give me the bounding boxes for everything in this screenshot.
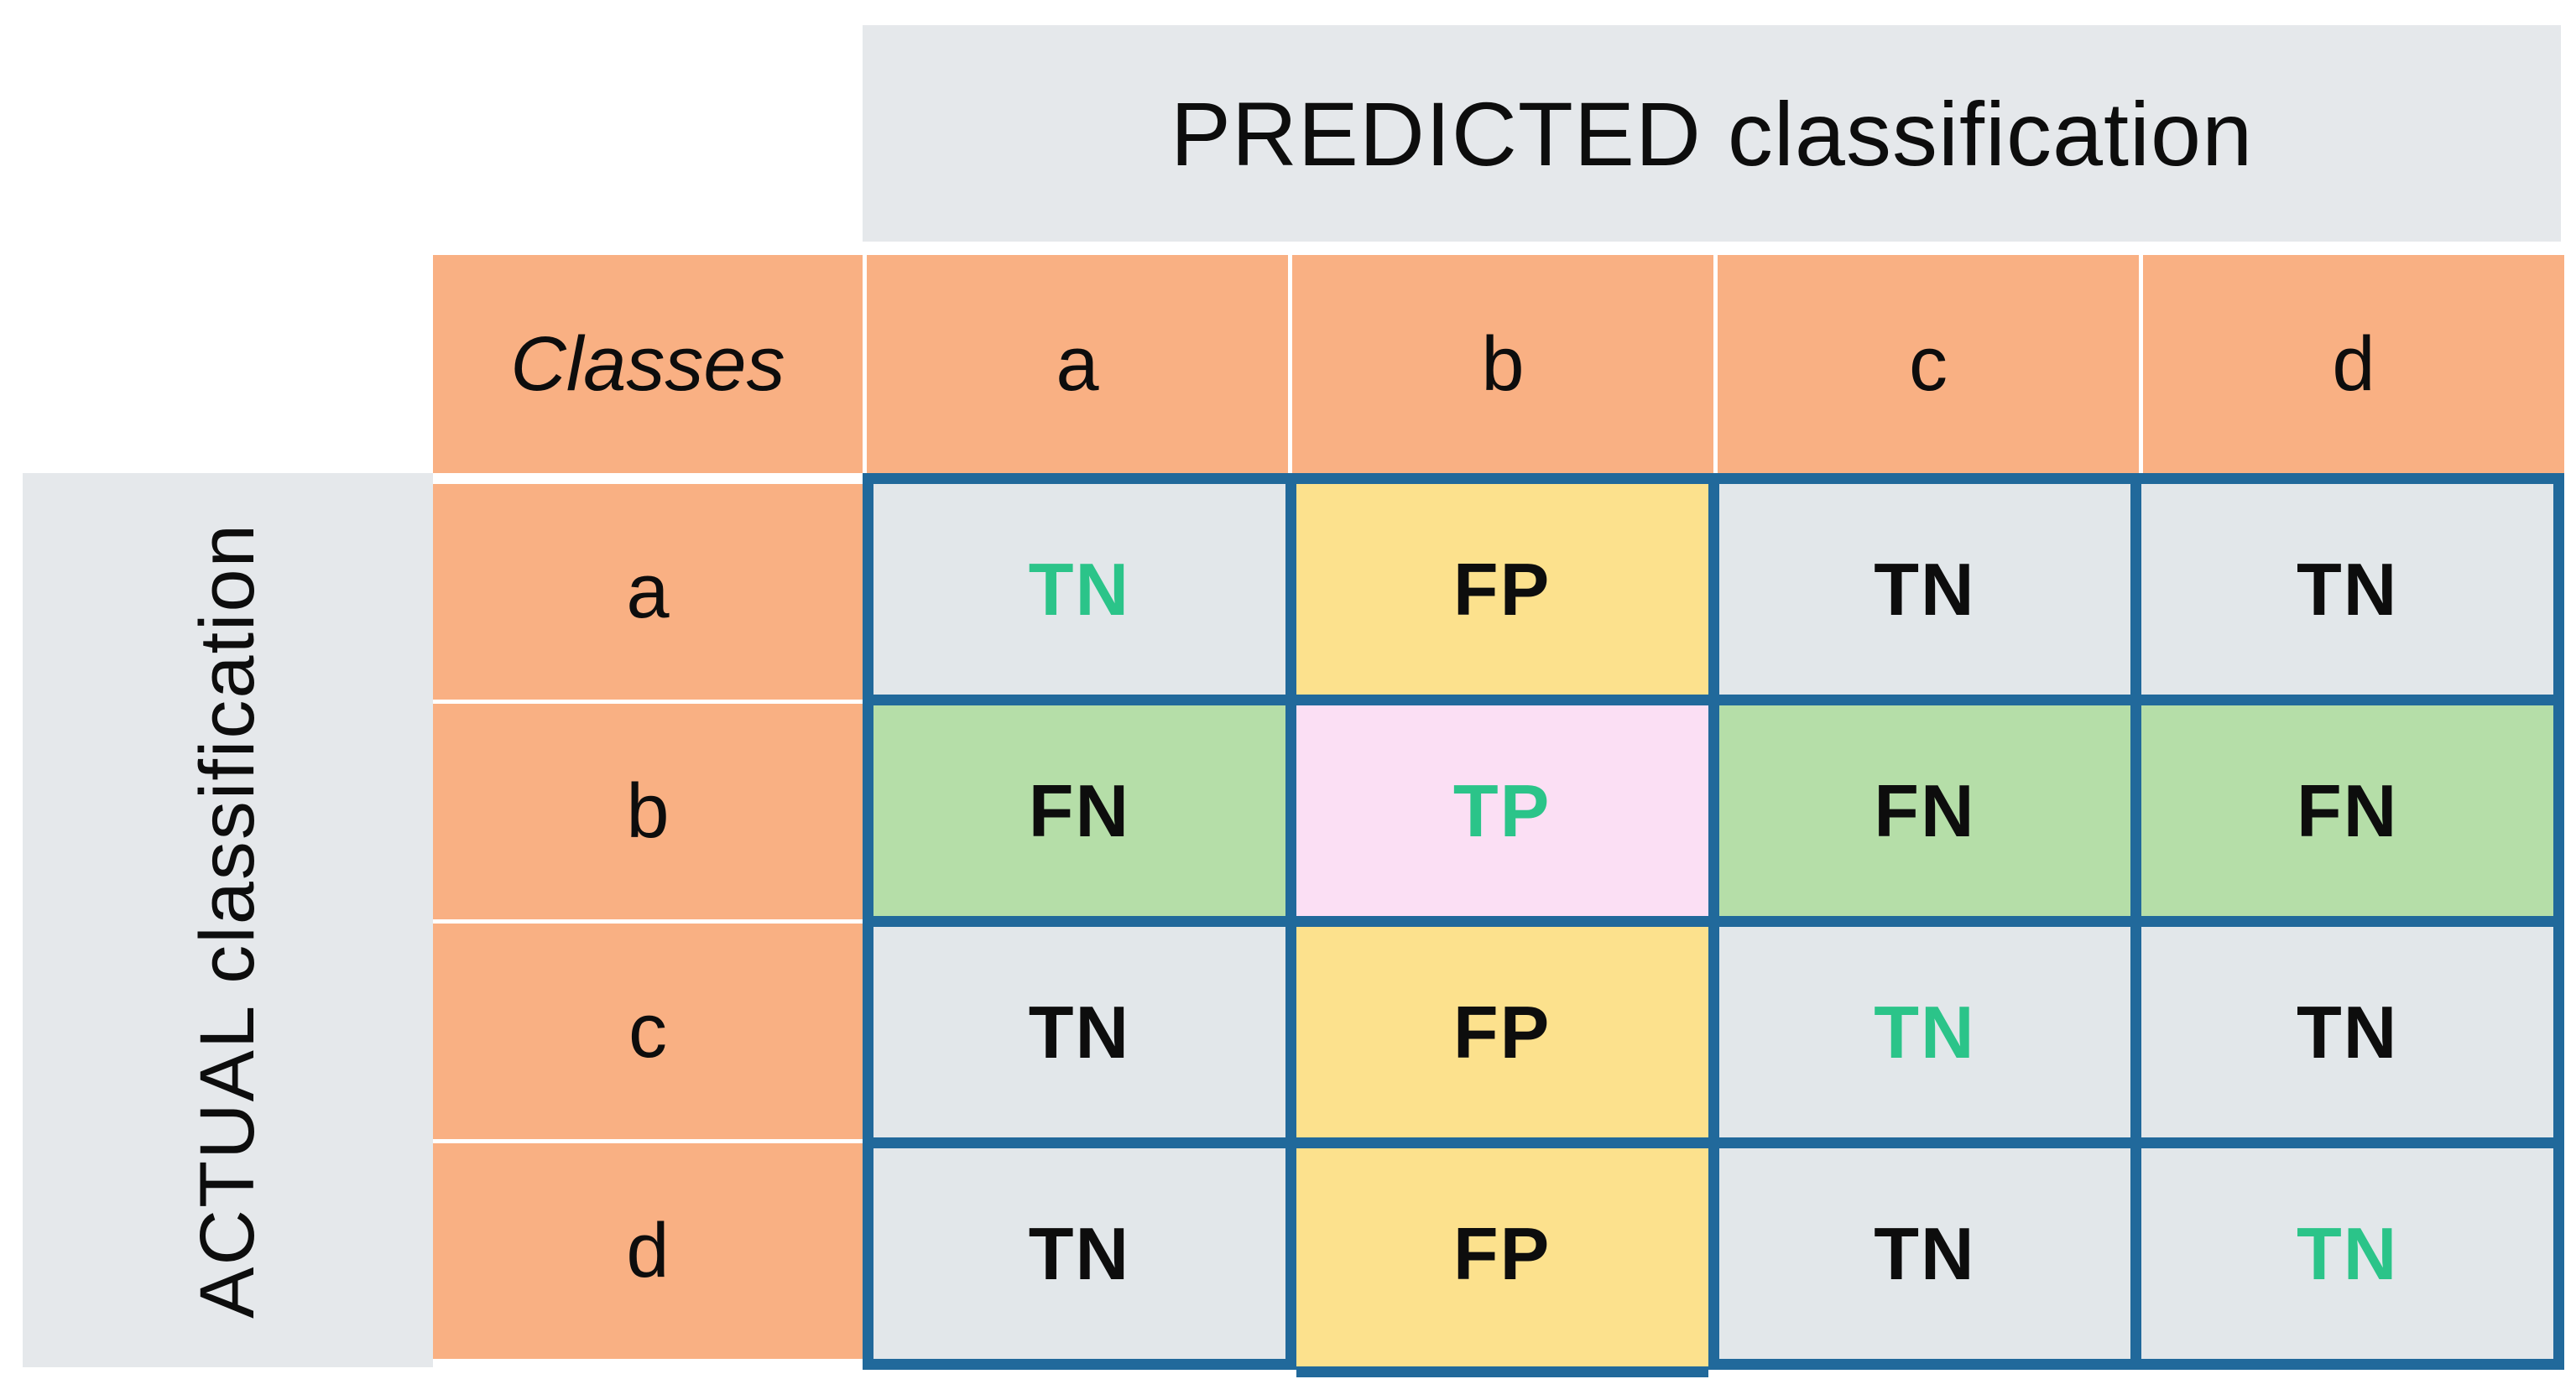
column-header-c: c: [1718, 255, 2139, 473]
matrix-cell-ba: FN: [873, 705, 1285, 916]
matrix-cell-bd: FN: [2141, 705, 2553, 916]
row-label-a: a: [433, 484, 863, 700]
matrix-cell-dc: TN: [1718, 1148, 2131, 1359]
row-label-b: b: [433, 704, 863, 919]
column-header-d: d: [2143, 255, 2564, 473]
matrix-cell-cd: TN: [2141, 927, 2553, 1137]
row-label-c: c: [433, 924, 863, 1139]
predicted-axis-label: PREDICTED classification: [1170, 82, 2254, 185]
column-header-b: b: [1292, 255, 1713, 473]
matrix-cell-dd: TN: [2141, 1148, 2553, 1359]
matrix-cell-aa: TN: [873, 484, 1285, 695]
matrix-cell-ca: TN: [873, 927, 1285, 1137]
matrix-cell-da: TN: [873, 1148, 1285, 1359]
matrix-cell-bc: FN: [1718, 705, 2131, 916]
column-header-a: a: [867, 255, 1288, 473]
matrix-cell-ac: TN: [1718, 484, 2131, 695]
matrix-cell-ab: FP: [1296, 484, 1708, 695]
column-header-row: Classes a b c d: [433, 255, 2564, 473]
row-label-d: d: [433, 1143, 863, 1359]
matrix-cell-cc: TN: [1718, 927, 2131, 1137]
matrix-cell-ad: TN: [2141, 484, 2553, 695]
highlight-column-overhang: [1296, 1356, 1708, 1377]
predicted-axis-band: PREDICTED classification: [863, 25, 2561, 242]
row-label-column: a b c d: [433, 484, 863, 1359]
confusion-matrix-grid: TN FP TN TN FN TP FN FN TN FP TN TN TN F…: [863, 473, 2564, 1370]
actual-axis-band: ACTUAL classification: [23, 473, 433, 1367]
matrix-cell-cb: FP: [1296, 927, 1708, 1137]
classes-header-cell: Classes: [433, 255, 863, 473]
actual-axis-label: ACTUAL classification: [185, 522, 271, 1319]
matrix-cell-db: FP: [1296, 1148, 1708, 1359]
matrix-cell-bb: TP: [1296, 705, 1708, 916]
